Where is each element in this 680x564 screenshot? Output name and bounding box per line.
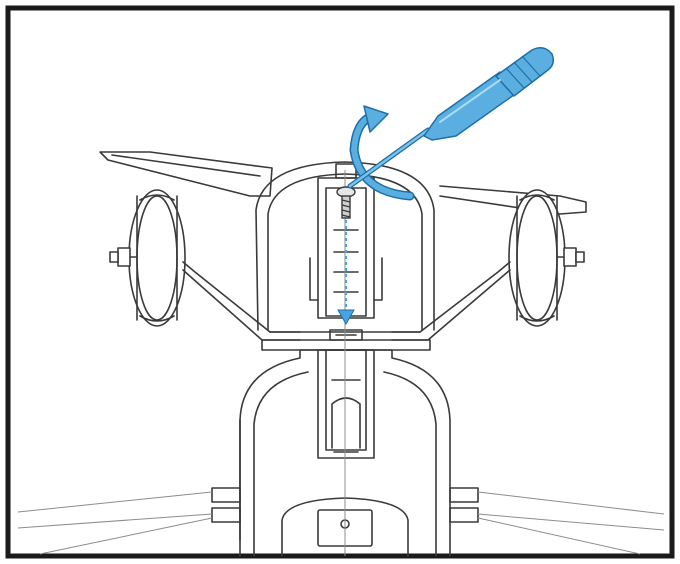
lower-bay-detail xyxy=(331,379,361,453)
screwdriver-icon xyxy=(347,47,555,189)
image-border xyxy=(5,5,675,559)
left-stabilizer xyxy=(99,151,273,197)
right-wheel xyxy=(508,189,585,327)
left-control-horn xyxy=(211,419,241,541)
right-pushrod-a xyxy=(477,491,665,515)
nut-plate xyxy=(329,329,363,341)
left-pushrod-a xyxy=(17,491,213,513)
down-arrow-icon xyxy=(337,309,355,326)
fuselage-upper xyxy=(255,161,435,331)
left-wheel xyxy=(109,189,186,327)
right-control-horn xyxy=(449,487,479,523)
left-stabilizer-edge xyxy=(111,154,261,177)
fuselage-lower xyxy=(239,349,451,557)
right-pushrod-c xyxy=(477,517,641,555)
left-pushrod-c xyxy=(39,517,213,555)
fuselage-lower-inner xyxy=(253,371,437,557)
rotate-arrow-icon xyxy=(349,105,415,201)
left-pushrod-b xyxy=(17,513,213,529)
right-pushrod-b xyxy=(477,513,665,531)
screw-icon xyxy=(336,186,356,219)
lower-bay-inner xyxy=(325,349,367,451)
